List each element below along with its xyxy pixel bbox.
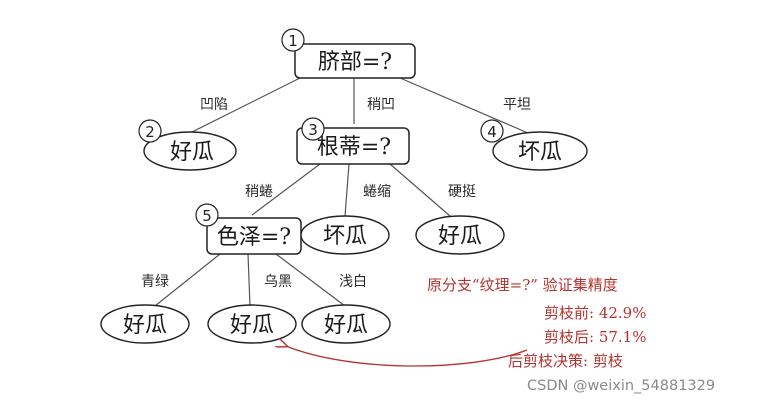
pruning-annotation: 原分支“纹理=?” 验证集精度 剪枝前: 42.9% 剪枝后: 57.1% 后剪… [427,276,646,370]
node-5-color: 色泽=? 5 [195,203,302,255]
edge-5-white [275,253,346,307]
leaf-curled-label: 坏瓜 [323,224,367,249]
edge-label-stiff: 硬挺 [448,184,476,200]
edge-3-bad [344,163,350,217]
leaf-white-ellipse [301,304,391,344]
watermark-text: CSDN @weixin_54881329 [527,378,716,394]
node-3-number-circle [301,117,325,141]
leaf-stiff-ellipse [415,215,505,255]
edge-label-slightly-concave: 稍凹 [367,97,395,113]
edge-1-2 [189,77,301,134]
leaf-green-label: 好瓜 [123,313,167,338]
annotation-accuracy-after: 剪枝后: 57.1% [544,328,646,346]
node-3-number: 3 [308,121,318,139]
node-5-number-circle [195,203,219,227]
node-2-label: 好瓜 [170,140,214,165]
edge-labels: 凹陷 稍凹 平坦 稍蜷 蜷缩 硬挺 青绿 乌黑 浅白 [141,97,531,290]
leaf-white-label: 好瓜 [324,313,368,338]
node-1-number-circle [281,28,305,52]
edge-label-concave: 凹陷 [200,97,228,113]
node-1-box [294,43,416,79]
leaf-stiff-good-melon: 好瓜 [415,215,505,255]
leaf-black-ellipse [207,304,297,344]
leaf-black-label: 好瓜 [230,313,274,338]
leaf-stiff-label: 好瓜 [438,224,482,249]
node-2-number-circle [138,119,162,143]
node-3-box [296,127,410,165]
node-4-ellipse [492,131,588,171]
node-4-number-circle [480,119,504,143]
node-1-number: 1 [288,32,298,50]
node-3-label: 根蒂=? [317,135,391,160]
leaf-curled-bad-melon: 坏瓜 [300,215,390,255]
edge-3-good [389,163,451,217]
leaf-black-good-melon: 好瓜 [207,304,297,344]
annotation-decision: 后剪枝决策: 剪枝 [508,352,623,370]
node-5-label: 色泽=? [217,225,291,250]
node-5-number: 5 [202,207,212,225]
leaf-curled-ellipse [300,215,390,255]
node-4-number: 4 [487,123,497,141]
leaf-white-good-melon: 好瓜 [301,304,391,344]
node-2-number: 2 [145,123,155,141]
node-2-good-melon: 好瓜 2 [138,119,237,171]
node-4-bad-melon: 坏瓜 4 [480,119,588,171]
tree-edges [154,77,529,307]
annotation-arrow [286,346,528,367]
annotation-title: 原分支“纹理=?” 验证集精度 [427,276,618,294]
edge-label-green: 青绿 [141,274,169,290]
leaf-green-ellipse [100,304,190,344]
edge-1-4 [399,77,529,134]
edge-label-white: 浅白 [339,274,367,290]
node-3-stem: 根蒂=? 3 [296,117,410,165]
edge-3-5 [251,163,321,216]
edge-5-black [247,253,251,307]
edge-label-flat: 平坦 [503,97,531,113]
node-1-navel: 脐部=? 1 [281,28,416,79]
edge-label-black: 乌黑 [264,274,292,290]
node-2-ellipse [143,131,237,171]
annotation-accuracy-before: 剪枝前: 42.9% [544,304,646,322]
node-4-label: 坏瓜 [518,140,562,165]
edge-label-slightly-curled: 稍蜷 [245,184,273,200]
node-1-label: 脐部=? [318,50,392,75]
leaf-green-good-melon: 好瓜 [100,304,190,344]
edge-5-green [154,253,221,307]
edge-label-curled: 蜷缩 [363,184,391,200]
